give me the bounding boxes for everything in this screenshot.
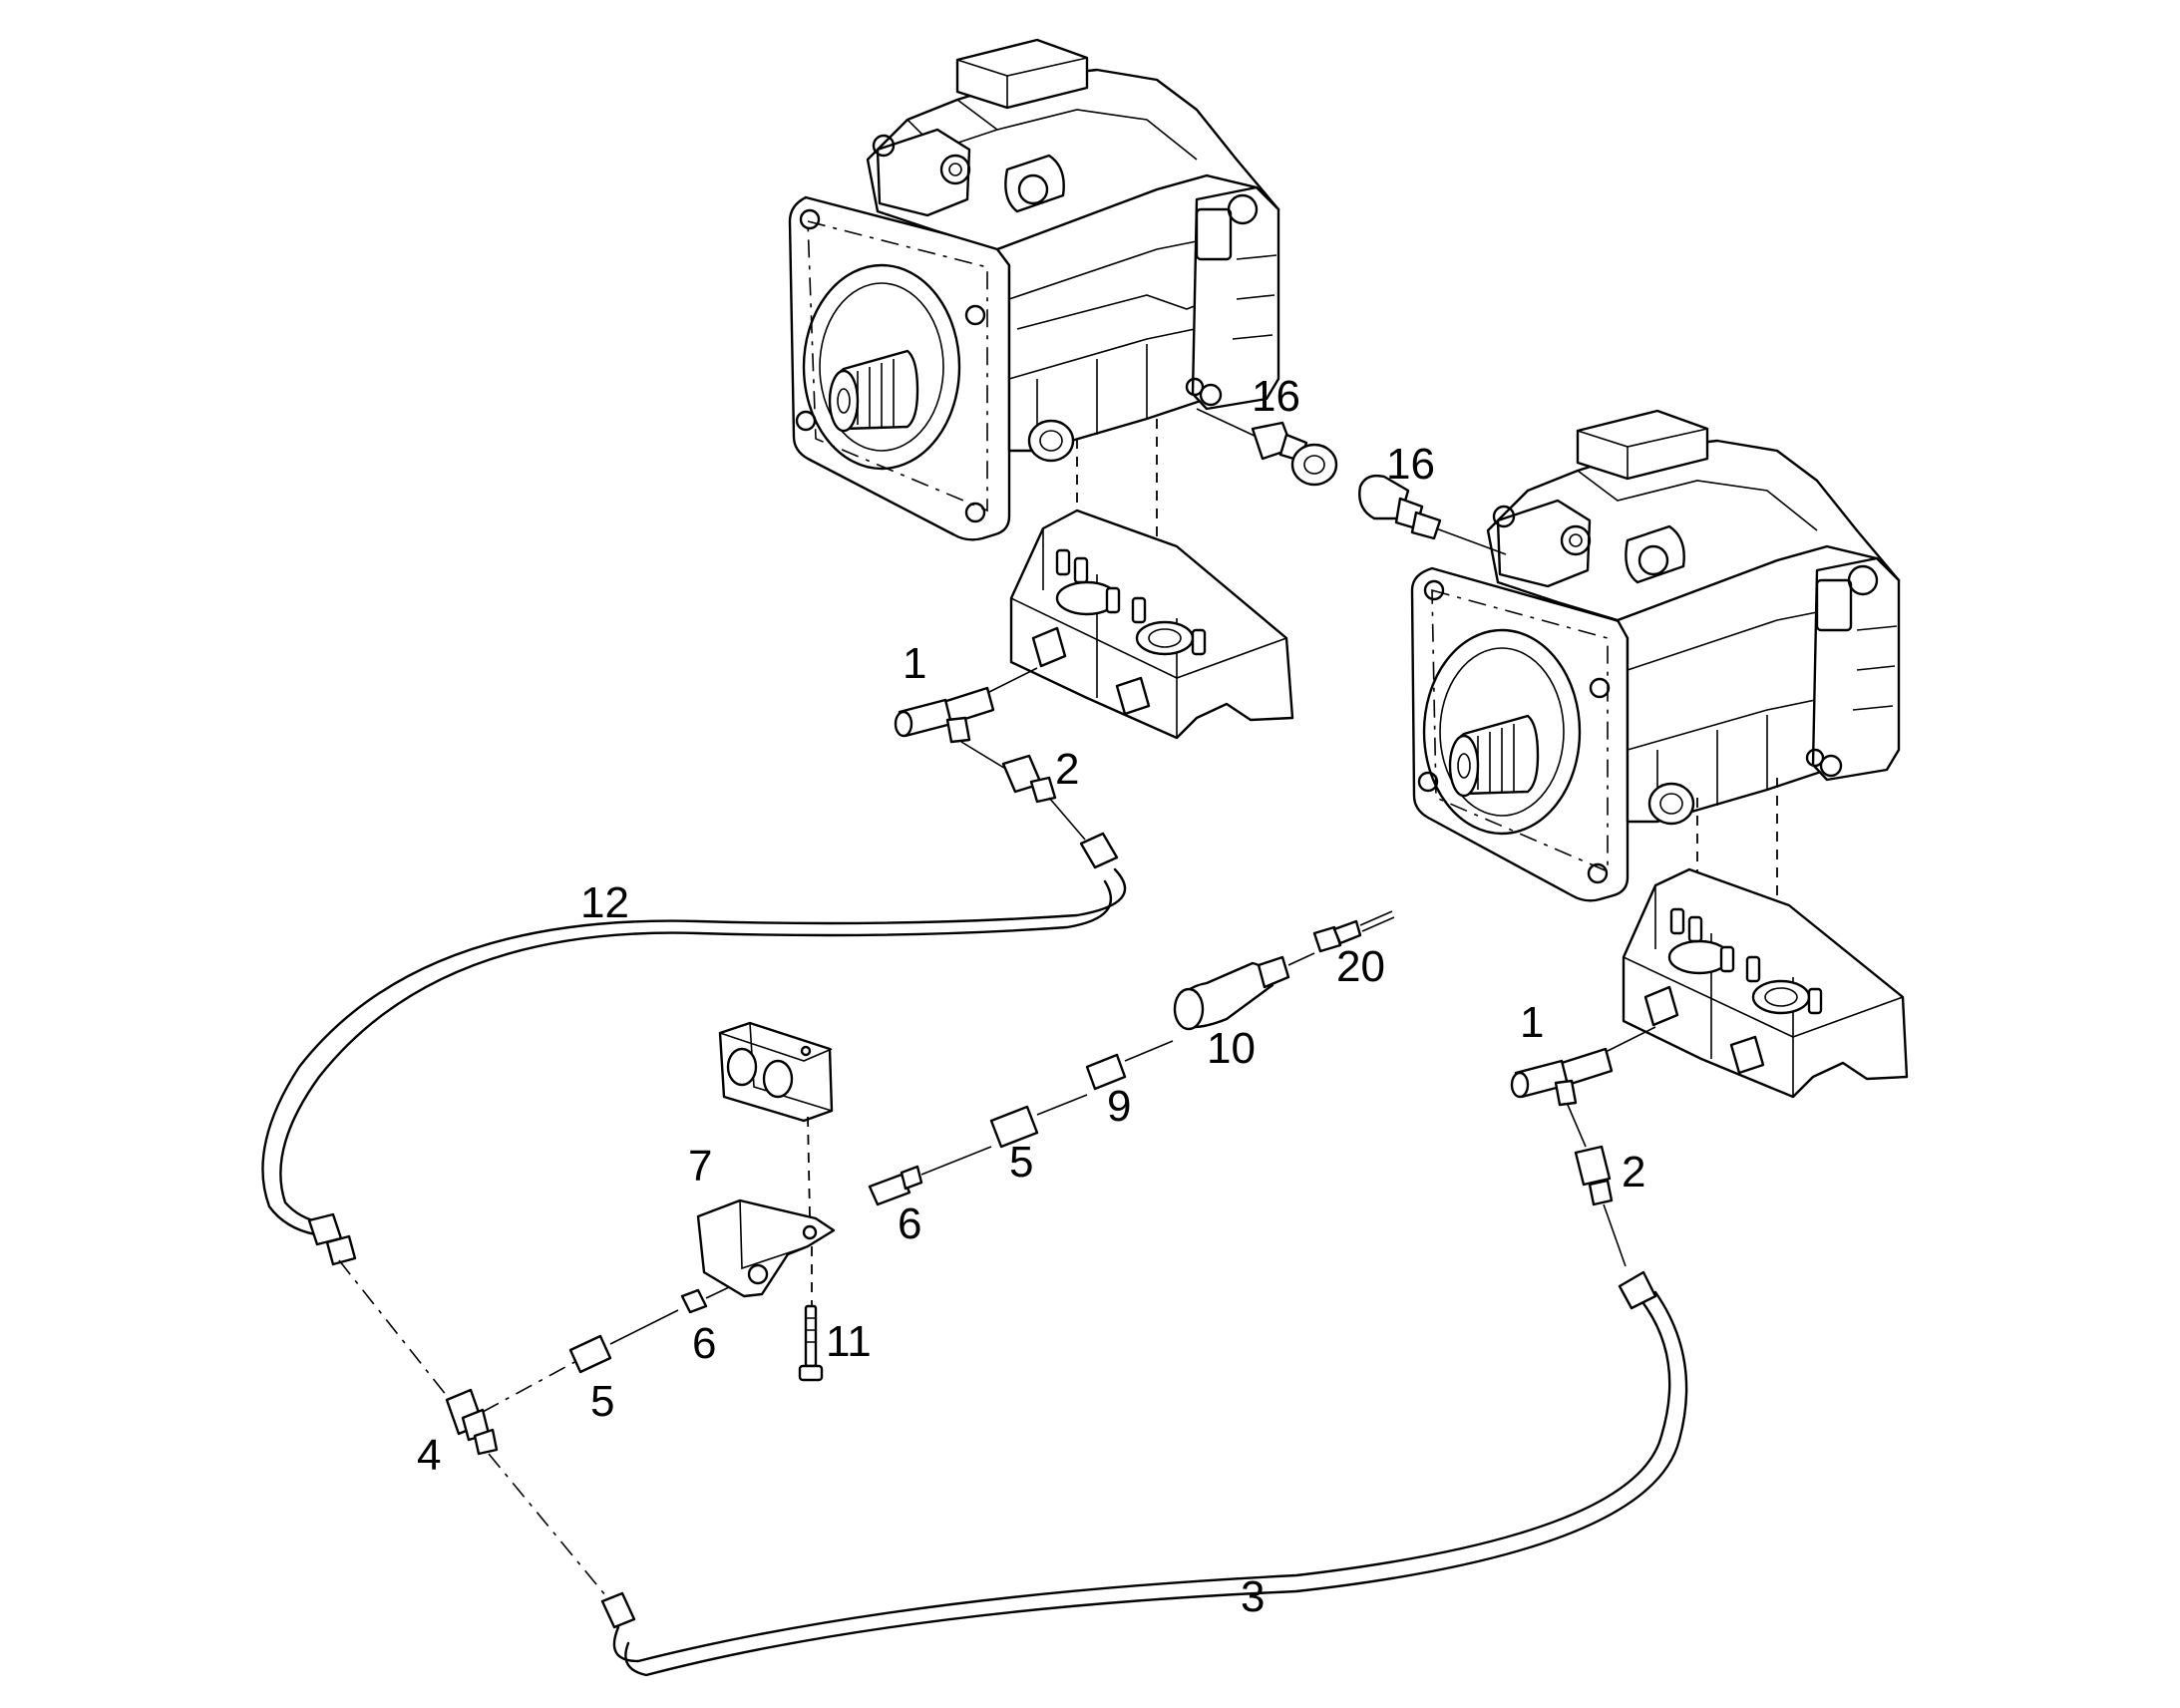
callout-9: 9 [1107,1082,1131,1131]
sensor-chain [482,910,1395,1413]
callout-6-low: 6 [692,1319,716,1368]
callout-16-right: 16 [1386,440,1435,489]
bracket-7 [696,1198,836,1298]
callout-1-right: 1 [1520,998,1544,1047]
upper-fitting-1 [894,667,1038,744]
part-16-left [1196,408,1338,487]
callout-labels: 16 16 1 2 12 20 10 9 1 5 7 6 2 6 11 5 4 … [417,372,1645,1621]
callout-6-mid: 6 [898,1199,921,1248]
clamp [718,1021,834,1217]
callout-5-mid: 5 [1009,1138,1033,1187]
tee-4 [338,1259,611,1602]
upper-manifold [1009,509,1294,740]
callout-1-upper: 1 [903,639,926,688]
right-manifold [1622,867,1909,1099]
callout-3: 3 [1241,1572,1265,1621]
callout-20: 20 [1336,942,1385,991]
callout-16-left: 16 [1252,372,1300,421]
callout-7: 7 [688,1142,712,1191]
right-fitting-1 [1510,1026,1656,1148]
callout-12: 12 [580,878,629,927]
callout-10: 10 [1207,1024,1256,1073]
hose-12 [261,832,1127,1266]
callout-2-right: 2 [1622,1148,1645,1196]
upper-pump [788,38,1280,558]
hose-3 [600,1270,1688,1677]
upper-fitting-2 [960,741,1086,841]
callout-11: 11 [826,1317,872,1366]
right-pump [1410,409,1901,927]
right-fitting-2 [1574,1145,1627,1267]
part-16-right [1358,474,1507,555]
callout-4: 4 [417,1431,441,1480]
callout-2-upper: 2 [1055,745,1079,794]
bolt-11 [798,1246,824,1382]
callout-5-low: 5 [590,1377,614,1426]
